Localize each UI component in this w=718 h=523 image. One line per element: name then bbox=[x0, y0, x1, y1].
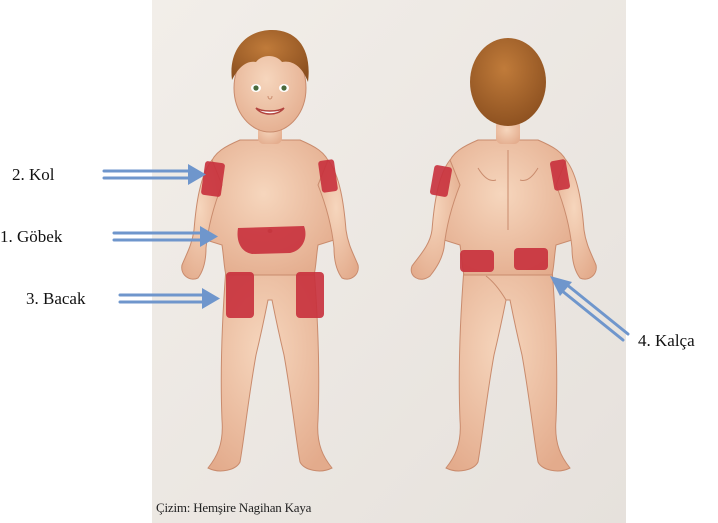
label-kol: 2. Kol bbox=[12, 166, 55, 183]
illustration-credit: Çizim: Hemşire Nagihan Kaya bbox=[156, 500, 311, 516]
front-torso bbox=[205, 140, 335, 275]
injection-site-abdomen bbox=[238, 226, 306, 254]
back-head bbox=[470, 38, 546, 126]
injection-site-hip-right bbox=[514, 248, 548, 270]
injection-site-hip-left bbox=[460, 250, 494, 272]
injection-site-thigh-right bbox=[296, 272, 324, 318]
label-kalca: 4. Kalça bbox=[638, 332, 695, 349]
label-bacak: 3. Bacak bbox=[26, 290, 85, 307]
injection-site-thigh-left bbox=[226, 272, 254, 318]
label-gobek: 1. Göbek bbox=[0, 228, 62, 245]
